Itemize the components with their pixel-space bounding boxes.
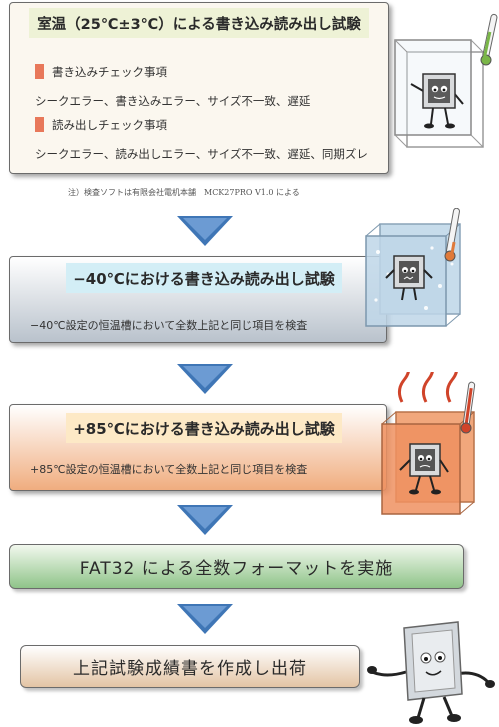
step3-description: +85℃設定の恒温槽において全数上記と同じ項目を検査 xyxy=(30,463,308,476)
write-check-bullet xyxy=(35,64,44,79)
step4-title: FAT32 による全数フォーマットを実施 xyxy=(79,559,394,579)
write-check-heading: 書き込みチェック事項 xyxy=(52,65,167,79)
step5-box: 上記試験成績書を作成し出荷 xyxy=(20,645,360,688)
down-arrow-icon xyxy=(177,604,233,634)
down-arrow-icon xyxy=(177,505,233,535)
inspection-software-note: 注）検査ソフトは有限会社電机本舗 MCK27PRO V1.0 による xyxy=(68,188,300,197)
step3-title-band: +85℃における書き込み読み出し試験 xyxy=(66,413,342,443)
chip-hot-box-icon xyxy=(381,372,476,515)
read-check-bullet xyxy=(35,117,44,132)
step5-title: 上記試験成績書を作成し出荷 xyxy=(73,659,307,679)
chip-frozen-box-icon xyxy=(365,208,461,327)
chip-glass-box-icon xyxy=(394,13,498,148)
step2-description: −40℃設定の恒温槽において全数上記と同じ項目を検査 xyxy=(30,319,308,332)
read-check-items: シークエラー、読み出しエラー、サイズ不一致、遅延、同期ズレ xyxy=(35,147,368,161)
step2-title: −40℃における書き込み読み出し試験 xyxy=(73,269,335,288)
down-arrow-icon xyxy=(177,216,233,246)
read-check-heading: 読み出しチェック事項 xyxy=(52,118,167,132)
step3-title: +85℃における書き込み読み出し試験 xyxy=(73,419,335,438)
step4-box: FAT32 による全数フォーマットを実施 xyxy=(9,544,464,589)
down-arrow-icon xyxy=(177,364,233,394)
waving-chip-icon xyxy=(367,621,495,724)
step1-title-band: 室温（25℃±3℃）による書き込み読み出し試験 xyxy=(29,8,369,38)
step1-title: 室温（25℃±3℃）による書き込み読み出し試験 xyxy=(37,16,361,33)
write-check-items: シークエラー、書き込みエラー、サイズ不一致、遅延 xyxy=(35,94,311,108)
step2-title-band: −40℃における書き込み読み出し試験 xyxy=(66,263,342,293)
